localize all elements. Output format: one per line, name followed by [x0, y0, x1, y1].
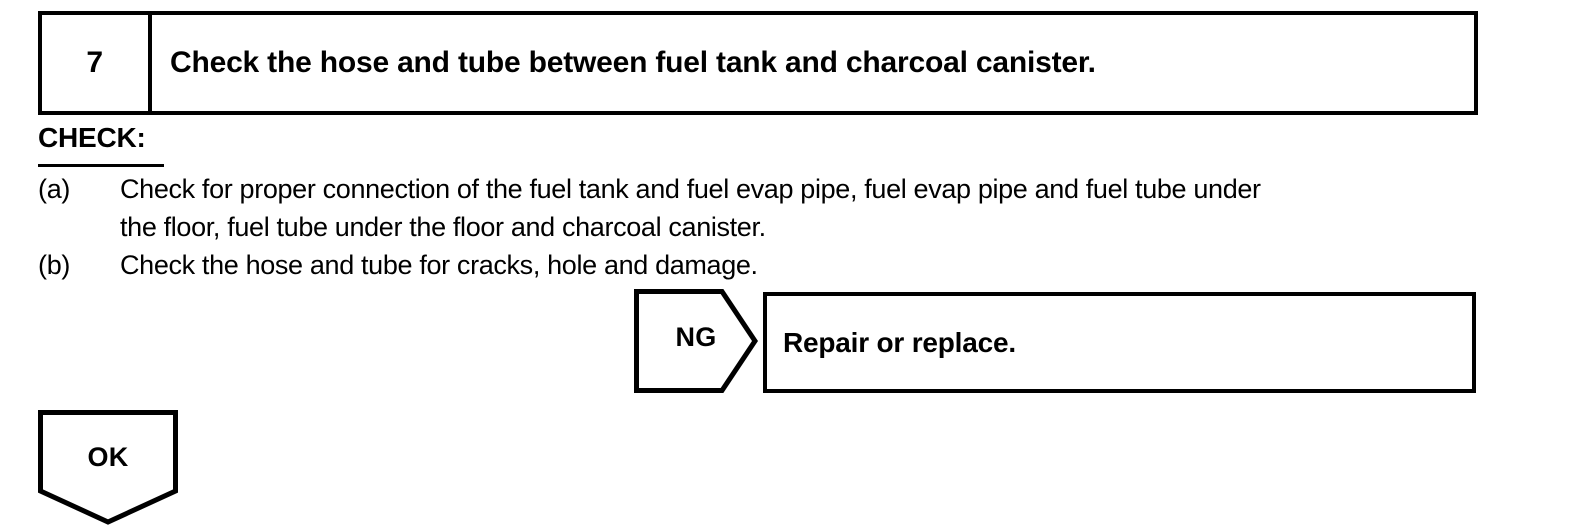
- procedure-text-a-line-1: Check for proper connection of the fuel …: [120, 174, 1261, 204]
- check-heading: CHECK:: [38, 122, 146, 153]
- ng-arrow-pentagon-icon: [634, 289, 758, 393]
- step-header-box: 7 Check the hose and tube between fuel t…: [38, 11, 1478, 115]
- procedure-marker-a: (a): [38, 174, 71, 204]
- procedure-list: (a) Check for proper connection of the f…: [38, 170, 1482, 284]
- ng-result-text: Repair or replace.: [783, 326, 1016, 358]
- ok-branch: OK: [38, 410, 178, 528]
- list-item: (b) Check the hose and tube for cracks, …: [38, 246, 1482, 284]
- procedure-text-a-line-2: the floor, fuel tube under the floor and…: [120, 212, 766, 242]
- procedure-text-b: Check the hose and tube for cracks, hole…: [120, 246, 1482, 284]
- ok-arrow-pentagon-icon: [38, 410, 178, 525]
- ng-label: NG: [675, 322, 717, 352]
- procedure-text-b-line-1: Check the hose and tube for cracks, hole…: [120, 250, 758, 280]
- step-number-cell: 7: [42, 15, 152, 111]
- procedure-text-a: Check for proper connection of the fuel …: [120, 170, 1482, 246]
- step-title: Check the hose and tube between fuel tan…: [170, 46, 1096, 79]
- check-heading-underline: [38, 164, 164, 167]
- list-item: (a) Check for proper connection of the f…: [38, 170, 1482, 246]
- ng-result-box: Repair or replace.: [763, 292, 1476, 393]
- step-number: 7: [86, 46, 104, 79]
- ok-label: OK: [87, 442, 129, 472]
- step-title-cell: Check the hose and tube between fuel tan…: [152, 15, 1474, 111]
- procedure-marker-b: (b): [38, 250, 71, 280]
